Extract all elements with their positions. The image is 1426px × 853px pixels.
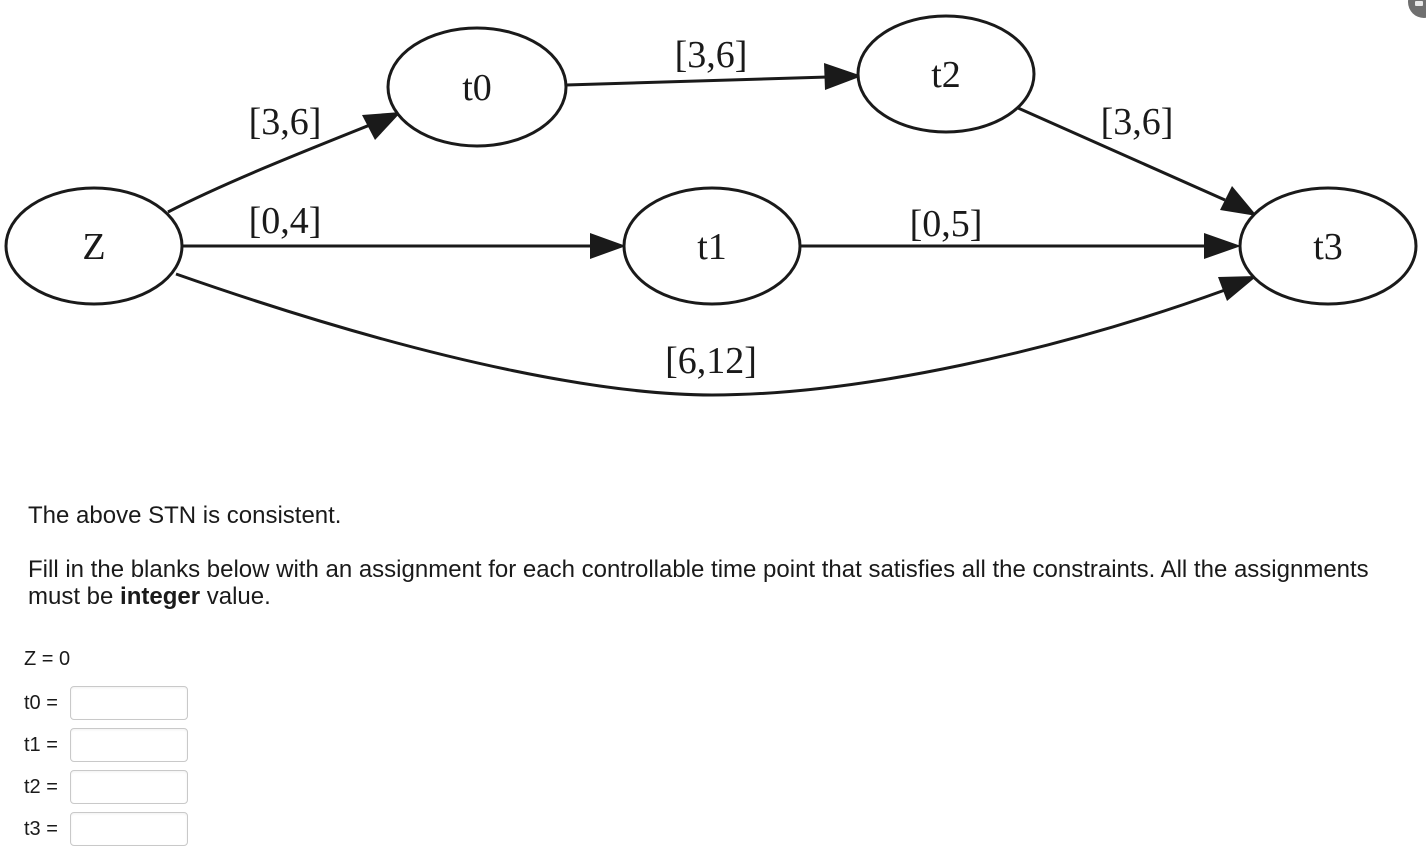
edge-label-Z-t3: [6,12] (665, 340, 757, 382)
node-Z: Z (4, 186, 184, 306)
edge-label-Z-t0: [3,6] (249, 101, 322, 143)
arrowhead-t0-t2 (824, 63, 862, 90)
scroll-handle[interactable] (1408, 0, 1426, 18)
instruction-text: Fill in the blanks below with an assignm… (28, 556, 1369, 610)
question-statement: The above STN is consistent. (28, 502, 342, 529)
answer-label-t2: t2 = (24, 775, 58, 798)
arrowhead-Z-t3 (1218, 276, 1257, 301)
stn-diagram: Z t0 t1 t2 t3 [3,6] [0,4] [3,6] [3,6] [0… (4, 14, 1418, 397)
edge-label-t2-t3: [3,6] (1101, 101, 1174, 143)
edge-Z-t3 (175, 272, 1226, 397)
edge-t2-t3 (1017, 106, 1226, 202)
node-label-t2: t2 (931, 54, 961, 96)
node-label-t0: t0 (462, 67, 492, 109)
node-label-t1: t1 (697, 226, 727, 268)
arrowhead-t1-t3 (1204, 233, 1241, 259)
edge-label-Z-t1: [0,4] (249, 200, 322, 242)
answer-label-t3: t3 = (24, 817, 58, 840)
node-t1: t1 (622, 186, 802, 306)
answer-label-t0: t0 = (24, 691, 58, 714)
t3-input[interactable] (70, 812, 188, 846)
fixed-assignment-Z: Z = 0 (24, 648, 71, 670)
t0-input[interactable] (70, 686, 188, 720)
node-t0: t0 (386, 26, 568, 148)
node-label-t3: t3 (1313, 226, 1343, 268)
arrowhead-Z-t1 (590, 233, 626, 259)
answer-label-t1: t1 = (24, 733, 58, 756)
answer-row-t0: t0 = (24, 682, 188, 724)
node-t2: t2 (856, 14, 1036, 134)
arrowhead-t2-t3 (1220, 186, 1257, 216)
question-text: The above STN is consistent. Fill in the… (28, 502, 1398, 610)
t1-input[interactable] (70, 728, 188, 762)
instruction-text-end: value. (200, 583, 271, 610)
answer-row-t1: t1 = (24, 724, 188, 766)
node-t3: t3 (1238, 186, 1418, 306)
answer-row-t2: t2 = (24, 766, 188, 808)
arrowhead-Z-t0 (362, 112, 401, 140)
node-label-Z: Z (82, 226, 105, 268)
edge-label-t1-t3: [0,5] (910, 203, 983, 245)
edge-t0-t2 (565, 75, 829, 87)
answer-form: Z = 0 t0 = t1 = t2 = t3 = (24, 644, 188, 850)
question-instruction: Fill in the blanks below with an assignm… (28, 556, 1398, 610)
answer-row-t3: t3 = (24, 808, 188, 850)
instruction-emphasis: integer (120, 583, 201, 610)
edge-label-t0-t2: [3,6] (675, 34, 748, 76)
t2-input[interactable] (70, 770, 188, 804)
